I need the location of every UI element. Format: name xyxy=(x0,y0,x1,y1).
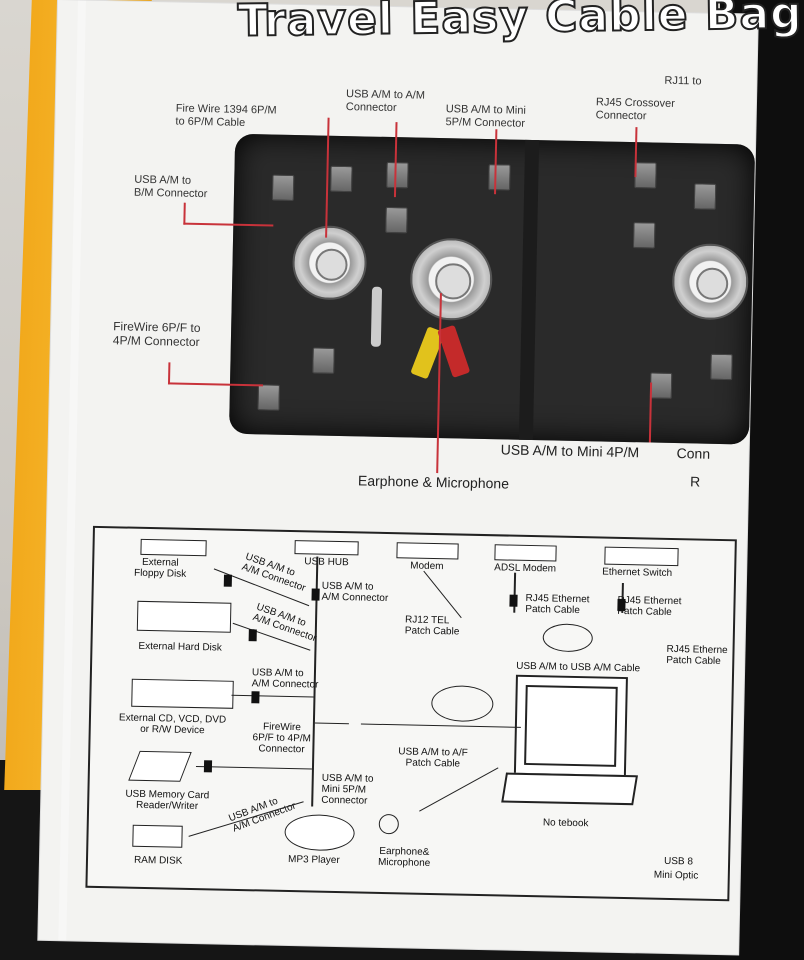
notebook-screen xyxy=(513,674,628,778)
cd-drive-icon xyxy=(131,678,234,709)
label-notebook: No tebook xyxy=(542,817,589,830)
rj45-connector-icon xyxy=(509,594,518,607)
label-adsl-modem: ADSL Modem xyxy=(494,562,557,575)
usb-connector-icon xyxy=(248,629,257,642)
earphone-cable xyxy=(370,286,383,347)
rj45-connector-icon xyxy=(617,598,626,612)
label-usb-hub: USB HUB xyxy=(304,556,349,569)
floppy-drive-icon xyxy=(140,538,207,557)
usb-hub-icon xyxy=(294,540,359,556)
usb-plug xyxy=(632,222,656,249)
firewire-plug xyxy=(257,384,280,411)
product-title: Travel Easy Cable Bag xyxy=(236,0,804,48)
usb-plug xyxy=(488,164,511,191)
usb-connector-icon xyxy=(223,574,233,587)
notebook-base xyxy=(501,772,638,806)
label-usb-mini4p: USB A/M to Mini 4P/M xyxy=(500,441,640,461)
usb-plug xyxy=(330,165,353,193)
label-mini-optic: Mini Optic xyxy=(653,869,699,882)
label-ram-disk: RAM DISK xyxy=(133,854,183,867)
diagram-line xyxy=(360,723,521,728)
cable-reel xyxy=(671,242,750,321)
label-rj11: RJ11 to xyxy=(664,74,702,88)
memory-card-reader-icon xyxy=(128,750,192,782)
label-usb-8: USB 8 xyxy=(663,855,694,868)
retractable-reel-icon xyxy=(542,623,594,653)
callout-line xyxy=(183,202,186,225)
mp3-player-icon xyxy=(284,813,355,852)
label-modem: Modem xyxy=(410,560,444,573)
red-rca-plug xyxy=(437,324,471,378)
plastic-glare xyxy=(58,0,86,941)
label-usb-am-am-cable: USB A/M to USB A/M Cable xyxy=(516,660,641,675)
usb-plug xyxy=(385,206,408,234)
retractable-reel-icon xyxy=(430,684,494,723)
cable-reel xyxy=(291,224,368,301)
label-external-hdd: External Hard Disk xyxy=(138,640,222,654)
diagram-line xyxy=(419,767,499,812)
diagram-line xyxy=(314,722,349,725)
external-hdd-icon xyxy=(136,600,232,633)
product-insert-card: Travel Easy Cable Bag Fire Wire 1394 6P/… xyxy=(38,0,804,955)
ethernet-switch-icon xyxy=(604,546,679,567)
usb-plug xyxy=(693,183,717,210)
label-earphone-mic: Earphone & Microphone xyxy=(357,472,510,492)
rj45-plug xyxy=(634,162,657,189)
usb-plug xyxy=(271,174,295,201)
ram-disk-icon xyxy=(132,824,183,848)
cable-bag-case xyxy=(228,133,756,445)
usb-connector-icon xyxy=(311,588,320,601)
callout-line xyxy=(167,362,171,385)
diagram-line xyxy=(231,694,314,698)
label-mp3-player: MP3 Player xyxy=(287,854,340,867)
label-r-cut: R xyxy=(689,473,701,490)
firewire-connector-icon xyxy=(203,760,213,773)
label-earphone-mic: Earphone&Microphone xyxy=(377,845,431,869)
usb-plug xyxy=(649,372,673,399)
usb-plug xyxy=(312,347,335,374)
modem-icon xyxy=(396,542,459,560)
diagram-line xyxy=(423,570,462,619)
case-divider xyxy=(518,139,540,441)
diagram-line xyxy=(195,766,312,770)
cable-reel xyxy=(409,237,494,322)
label-conn-cut: Conn xyxy=(676,445,711,462)
earphone-icon xyxy=(378,813,400,835)
usb-connector-icon xyxy=(251,691,260,704)
adsl-modem-icon xyxy=(494,544,557,562)
usb-plug xyxy=(710,353,733,381)
usb-plug xyxy=(386,161,409,189)
label-ethernet-switch: Ethernet Switch xyxy=(602,566,673,579)
